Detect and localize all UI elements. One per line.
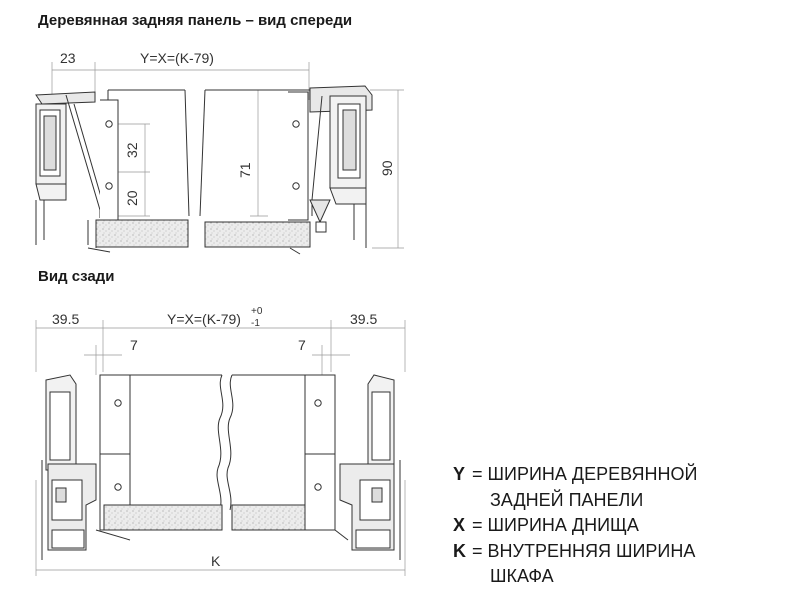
front-dim-23: 23 bbox=[60, 50, 76, 66]
front-view-drawing bbox=[35, 62, 404, 255]
legend-item-k-cont: ШКАФА bbox=[490, 566, 554, 586]
rear-dim-tol-minus: -1 bbox=[251, 318, 260, 329]
legend-text-y: = ШИРИНА ДЕРЕВЯННОЙ bbox=[467, 464, 698, 484]
front-dim-width-formula: Y=X=(K-79) bbox=[140, 50, 214, 66]
legend-key-y: Y bbox=[453, 464, 466, 484]
front-dim-20: 20 bbox=[124, 190, 140, 206]
rear-dim-right-7: 7 bbox=[298, 337, 306, 353]
legend-item-y: Y = ШИРИНА ДЕРЕВЯННОЙ bbox=[453, 462, 697, 488]
legend-text-k: = ВНУТРЕННЯЯ ШИРИНА bbox=[467, 540, 696, 561]
legend-item-y-cont: ЗАДНЕЙ ПАНЕЛИ bbox=[490, 489, 644, 510]
legend: Y = ШИРИНА ДЕРЕВЯННОЙ ЗАДНЕЙ ПАНЕЛИ X = … bbox=[453, 462, 697, 590]
rear-view-drawing bbox=[35, 320, 406, 576]
legend-item-x: X = ШИРИНА ДНИЩА bbox=[453, 513, 697, 539]
rear-dim-k: K bbox=[211, 553, 221, 569]
legend-key-x: X bbox=[453, 515, 466, 535]
rear-dim-left-7: 7 bbox=[130, 337, 138, 353]
legend-text-x: = ШИРИНА ДНИЩА bbox=[467, 515, 639, 535]
rear-view-title: Вид сзади bbox=[38, 268, 115, 285]
front-dim-71: 71 bbox=[237, 162, 253, 178]
rear-dim-tol-plus: +0 bbox=[251, 306, 263, 317]
rear-dim-width-formula: Y=X=(K-79) bbox=[167, 311, 241, 327]
front-view-title: Деревянная задняя панель – вид спереди bbox=[38, 12, 353, 29]
legend-item-k: K = ВНУТРЕННЯЯ ШИРИНА bbox=[453, 539, 697, 565]
front-dim-32: 32 bbox=[124, 142, 140, 158]
legend-key-k: K bbox=[453, 540, 466, 561]
rear-dim-right-39-5: 39.5 bbox=[350, 311, 377, 327]
rear-dim-left-39-5: 39.5 bbox=[52, 311, 79, 327]
front-dim-90: 90 bbox=[379, 160, 395, 176]
